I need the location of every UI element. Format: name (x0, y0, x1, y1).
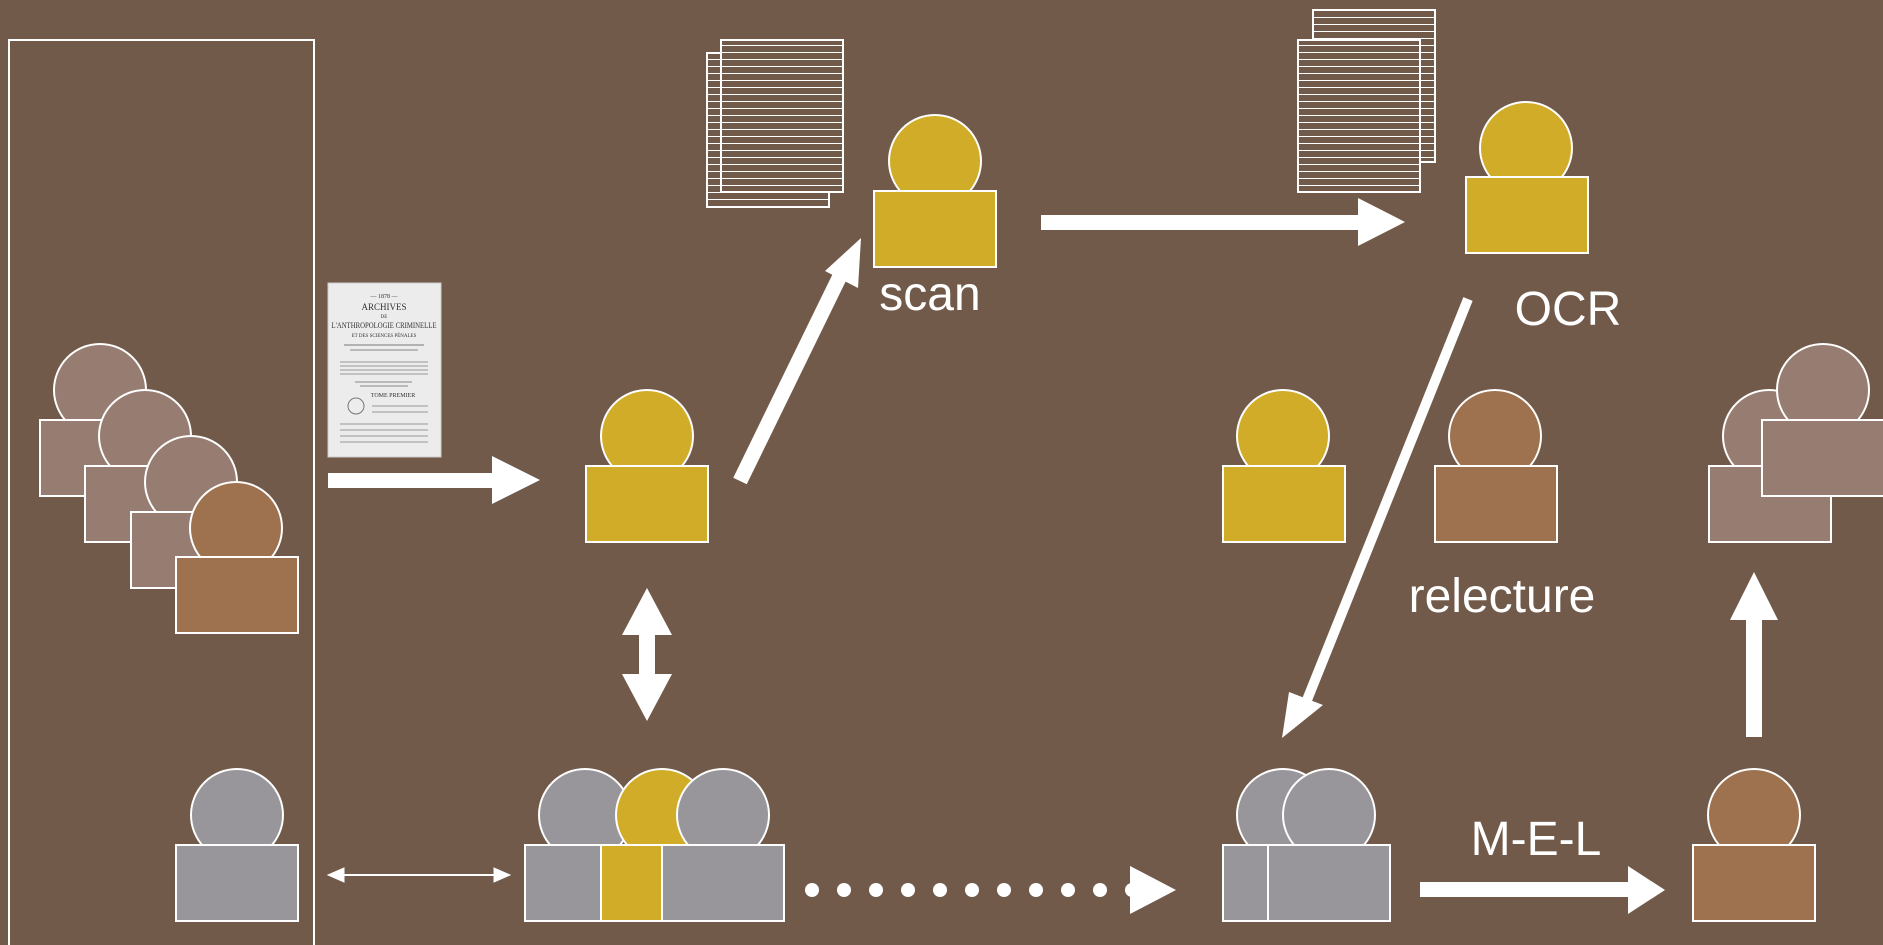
arrow-to-scan (733, 238, 861, 485)
mel-label: M-E-L (1471, 813, 1602, 866)
arrow-to-publisher (1420, 866, 1665, 914)
arrow-ocr-to-proofreaders (1282, 297, 1473, 738)
vertical-double-arrow (622, 588, 672, 721)
collaborators-group (524, 768, 785, 922)
arrow-to-ocr (1041, 198, 1405, 246)
person-gold-relecture-icon (1222, 389, 1346, 543)
scanned-pages-icon (1297, 9, 1436, 193)
svg-text:DE: DE (381, 315, 388, 320)
proofreaders-group (1222, 768, 1391, 922)
book-title-3: ET DES SCIENCES PÉNALES (352, 333, 417, 339)
book-title-1: ARCHIVES (361, 302, 406, 312)
ocr-label: OCR (1515, 283, 1622, 336)
person-brown-publisher-icon (1692, 768, 1816, 922)
book-cover-icon: — 1878 — ARCHIVES DE L'ANTHROPOLOGIE CRI… (327, 282, 442, 458)
arrow-up-to-readers (1730, 572, 1778, 737)
svg-text:— 1878 —: — 1878 — (370, 294, 399, 300)
contributors-group (39, 343, 299, 634)
dotted-arrow (805, 866, 1176, 914)
book-title-2: L'ANTHROPOLOGIE CRIMINELLE (332, 321, 437, 330)
person-grey-left-icon (175, 768, 299, 922)
person-gold-ocr-icon (1465, 101, 1589, 254)
person-brown-relecture-icon (1434, 389, 1558, 543)
person-gold-scan-icon (873, 114, 997, 268)
readers-group (1708, 343, 1883, 543)
person-grey-proof-2-icon (1267, 768, 1391, 922)
person-mauve-reader-2-icon (1761, 343, 1883, 497)
relecture-label: relecture (1409, 570, 1596, 623)
person-grey-collab-2-icon (661, 768, 785, 922)
book-volume: TOME PREMIER (371, 393, 415, 399)
person-gold-editor-icon (585, 389, 709, 543)
arrow-to-editor (328, 456, 540, 504)
person-brown-lead-icon (175, 481, 299, 634)
scan-label: scan (879, 268, 980, 321)
left-panel-frame (8, 39, 315, 945)
thin-double-arrow (326, 867, 512, 883)
blank-pages-icon (706, 39, 844, 208)
